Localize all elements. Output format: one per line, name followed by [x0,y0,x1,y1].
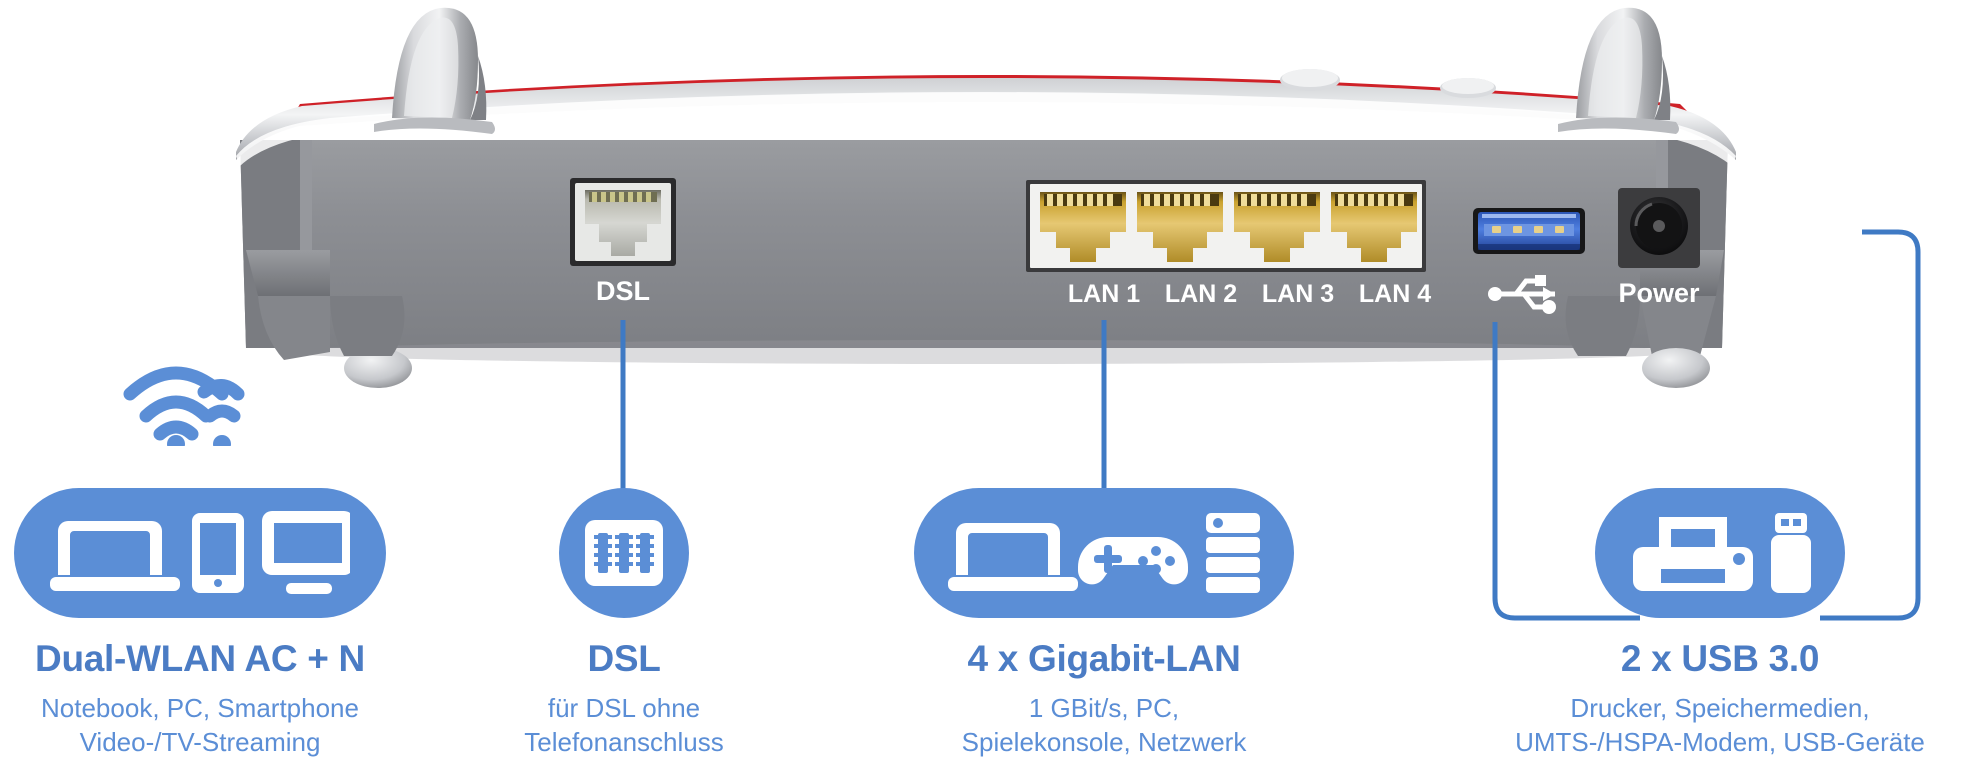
dsl-icon-pill[interactable] [559,488,689,618]
antenna-left [374,7,495,134]
port-label-power: Power [1618,278,1700,308]
smartphone-icon [192,513,244,593]
feature-sub-lan-2: Spielekonsole, Netzwerk [961,727,1247,758]
feature-sub-dsl-1: für DSL ohne [547,692,701,723]
port-label-dsl: DSL [596,276,650,306]
nas-server-icon [1206,513,1260,593]
feature-title-wlan: Dual-WLAN AC + N [35,638,365,679]
feature-sub-dsl-2: Telefonanschluss [524,727,724,758]
feature-lan: 4 x Gigabit-LAN 1 GBit/s, PC, Spielekons… [728,488,1480,759]
port-lan-3[interactable] [1234,192,1320,262]
usb-trident-icon [1488,275,1556,314]
feature-title-usb: 2 x USB 3.0 [1620,638,1820,679]
feature-usb: 2 x USB 3.0 Drucker, Speichermedien, UMT… [1472,488,1968,759]
port-usb[interactable] [1473,208,1585,254]
port-power[interactable] [1618,188,1700,268]
port-label-lan-1: LAN 1 [1068,280,1140,308]
port-label-lan-3: LAN 3 [1262,280,1334,308]
usb-icon-pill[interactable] [1595,488,1845,618]
feature-dsl: DSL für DSL ohne Telefonanschluss [438,488,810,759]
rj11-jack-icon [585,520,663,586]
feature-wlan: Dual-WLAN AC + N Notebook, PC, Smartphon… [0,366,400,759]
port-lan-2[interactable] [1137,192,1223,262]
red-accent-stripe [294,75,1690,114]
port-lan-4[interactable] [1331,192,1417,262]
port-lan-1[interactable] [1040,192,1126,262]
gamepad-icon [1078,537,1188,585]
router-illustration: DSL LAN 1 LAN 2 LAN 3 LAN 4 [236,7,1736,388]
lan-icon-pill[interactable] [914,488,1294,618]
feature-sub-wlan-2: Video-/TV-Streaming [79,727,321,758]
wifi-dual-band-icon [123,366,245,446]
monitor-icon [262,511,350,594]
printer-icon [1633,517,1753,591]
feature-sub-usb-1: Drucker, Speichermedien, [1570,692,1870,723]
feature-title-dsl: DSL [587,638,661,679]
router-lid [236,78,1736,160]
feature-title-lan: 4 x Gigabit-LAN [967,638,1241,679]
feature-sub-wlan-1: Notebook, PC, Smartphone [41,692,359,723]
laptop-icon [50,521,180,591]
port-label-lan-2: LAN 2 [1165,280,1237,308]
router-foot-left [246,250,412,388]
laptop-icon [948,523,1078,591]
feature-sub-usb-2: UMTS-/HSPA-Modem, USB-Geräte [1515,727,1925,758]
port-dsl[interactable] [570,178,676,266]
usb-stick-icon [1771,513,1811,593]
antenna-right [1558,7,1679,134]
wlan-icon-pill[interactable] [14,488,386,618]
port-label-lan-4: LAN 4 [1359,280,1431,308]
feature-sub-lan-1: 1 GBit/s, PC, [1028,692,1180,723]
